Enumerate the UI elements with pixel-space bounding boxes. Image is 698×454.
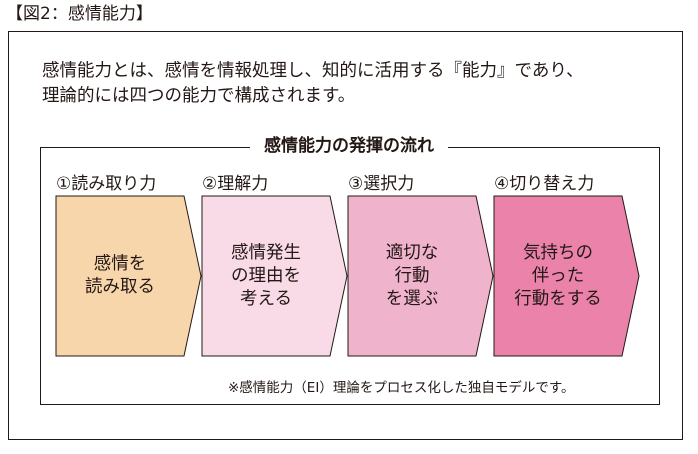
step-label-understanding: ②理解力	[202, 174, 269, 194]
footnote: ※感情能力（EI）理論をプロセス化した独自モデルです。	[228, 380, 575, 396]
step-text-readout: 感情を 読み取る	[56, 196, 184, 356]
flow-title-wrap: 感情能力の発揮の流れ	[0, 134, 698, 158]
step-arrow-selection	[347, 195, 494, 357]
step-text-line: の理由を	[231, 265, 301, 286]
step-label-selection: ③選択力	[348, 174, 415, 194]
intro-text: 感情能力とは、感情を情報処理し、知的に活用する『能力』であり、 理論的には四つの…	[42, 59, 672, 109]
step-text-line: 行動	[394, 265, 430, 286]
step-text-line: 適切な	[385, 242, 439, 263]
step-text-switching: 気持ちの 伴った 行動をする	[494, 196, 622, 356]
figure-title: 【図2：感情能力】	[6, 4, 153, 24]
step-text-line: 考える	[240, 288, 292, 309]
step-text-line: 感情を	[93, 254, 147, 274]
step-arrow-switching	[493, 195, 640, 357]
intro-line-2: 理論的には四つの能力で構成されます。	[42, 86, 356, 106]
outer-frame	[8, 31, 683, 440]
step-text-line: 気持ちの	[523, 242, 593, 263]
step-text-understanding: 感情発生 の理由を 考える	[202, 196, 330, 356]
flow-title: 感情能力の発揮の流れ	[250, 136, 448, 156]
step-text-line: 読み取る	[85, 277, 155, 297]
step-arrow-readout	[55, 195, 202, 357]
step-arrow-understanding	[201, 195, 348, 357]
step-text-line: 行動をする	[514, 288, 602, 309]
step-text-selection: 適切な 行動 を選ぶ	[348, 196, 476, 356]
step-label-readout: ①読み取り力	[56, 174, 157, 194]
step-label-switching: ④切り替え力	[494, 174, 595, 194]
step-text-line: 伴った	[531, 265, 585, 286]
intro-line-1: 感情能力とは、感情を情報処理し、知的に活用する『能力』であり、	[42, 61, 584, 81]
step-text-line: を選ぶ	[385, 288, 439, 309]
step-text-line: 感情発生	[231, 242, 301, 263]
